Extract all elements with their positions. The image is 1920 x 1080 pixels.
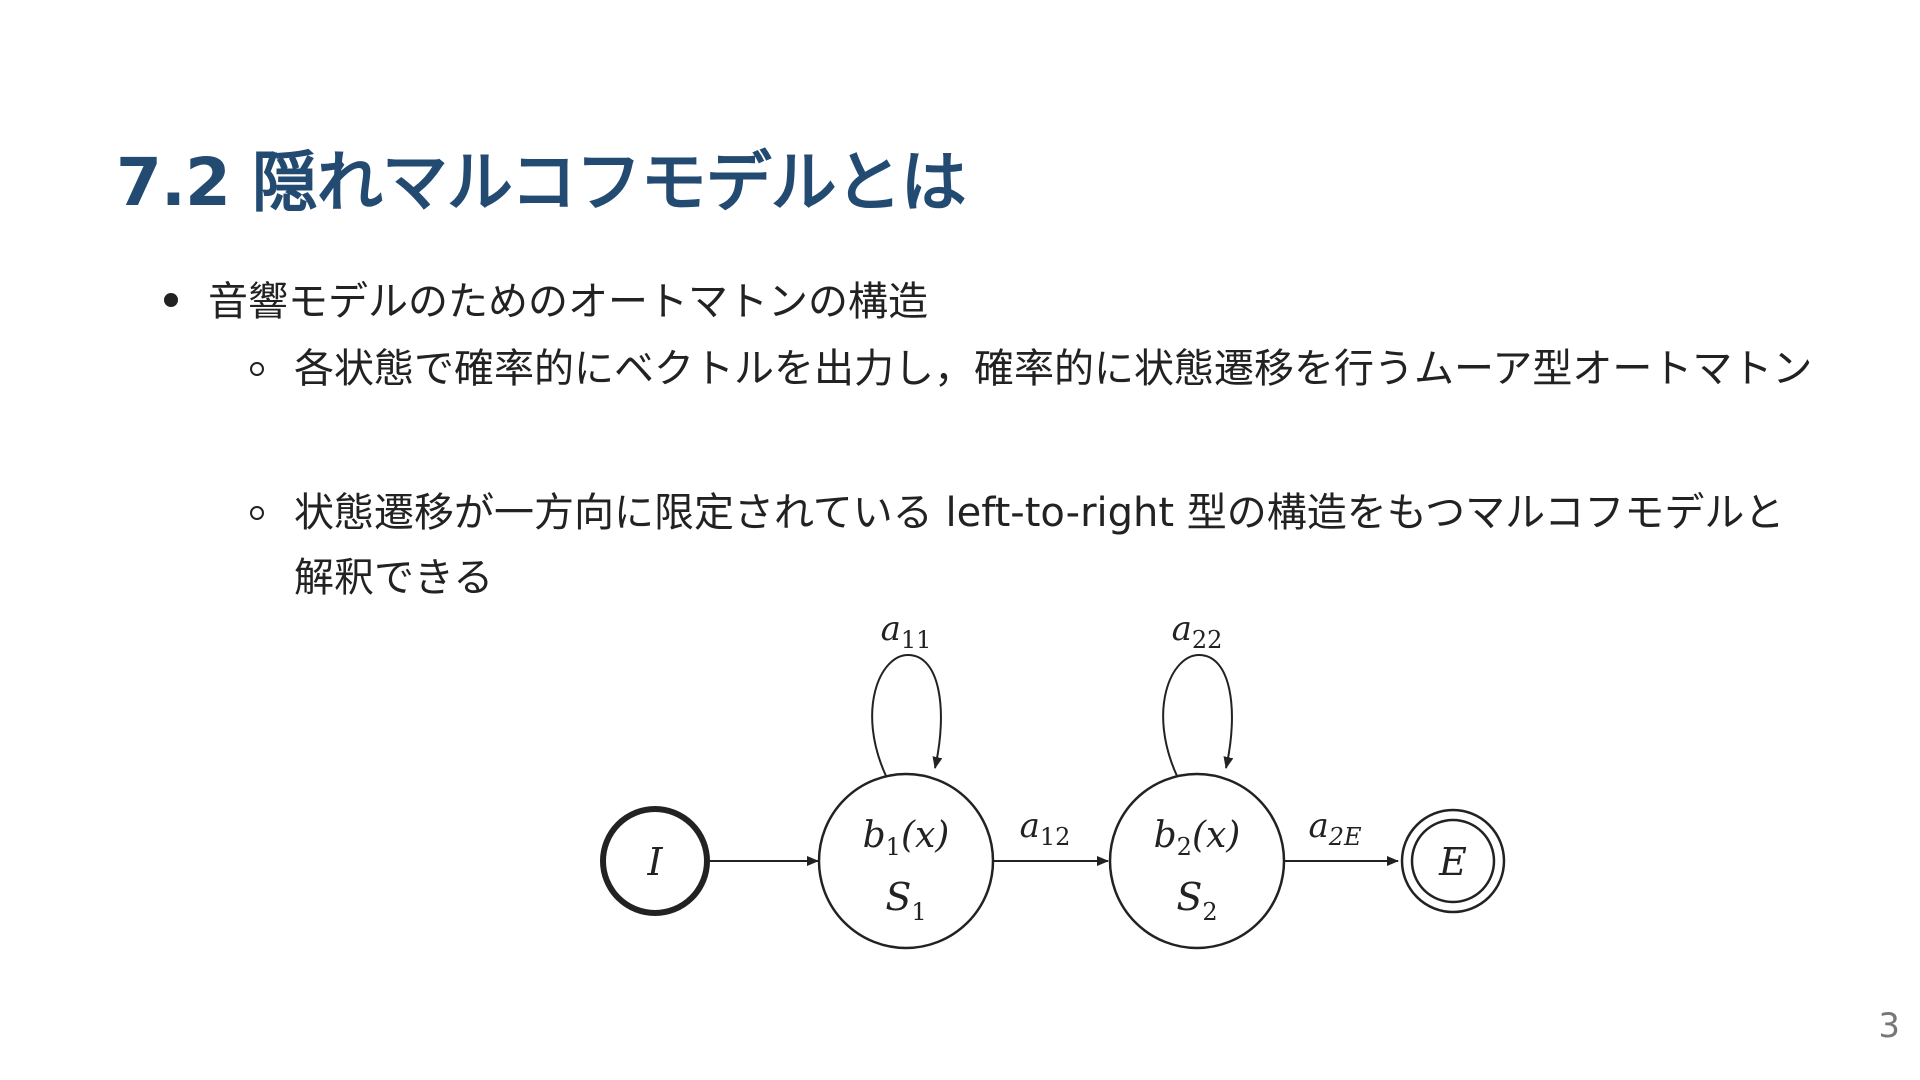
- slide-title: 7.2 隠れマルコフモデルとは: [116, 144, 967, 221]
- self-loop-s2-label: a22: [1172, 609, 1223, 654]
- page-number: 3: [1878, 1006, 1900, 1046]
- hmm-state-diagram: I b1(x) S1 a11 a12 b2(x) S2 a22: [600, 609, 1506, 950]
- end-state-label: E: [1438, 840, 1467, 884]
- initial-state-label: I: [646, 840, 663, 884]
- transition-s1-s2-label: a12: [1020, 806, 1071, 851]
- end-state: E: [1400, 808, 1506, 914]
- self-loop-s1-label: a11: [881, 609, 932, 654]
- state-s2-output: b2(x): [1154, 815, 1241, 861]
- bullet-item: 音響モデルのためのオートマトンの構造: [208, 279, 928, 325]
- state-s1: b1(x) S1: [817, 772, 995, 950]
- initial-state: I: [600, 806, 710, 916]
- self-loop-s2: [1162, 653, 1234, 777]
- sub-bullet-ring: [250, 362, 264, 376]
- sub-bullet-ring: [250, 506, 264, 520]
- state-s2-name: S2: [1176, 875, 1217, 926]
- state-s2: b2(x) S2: [1108, 772, 1286, 950]
- sub-bullet-item: 各状態で確率的にベクトルを出力し，確率的に状態遷移を行うムーア型オートマトン: [294, 346, 1813, 392]
- bullet-dot: [164, 293, 178, 307]
- transition-s2-e-label: a2E: [1308, 806, 1362, 851]
- sub-bullet-item: 状態遷移が一方向に限定されている left-to-right 型の構造をもつマル…: [294, 490, 1785, 601]
- state-s1-output: b1(x): [863, 815, 950, 861]
- state-s1-name: S1: [885, 875, 926, 926]
- self-loop-s1: [871, 653, 943, 777]
